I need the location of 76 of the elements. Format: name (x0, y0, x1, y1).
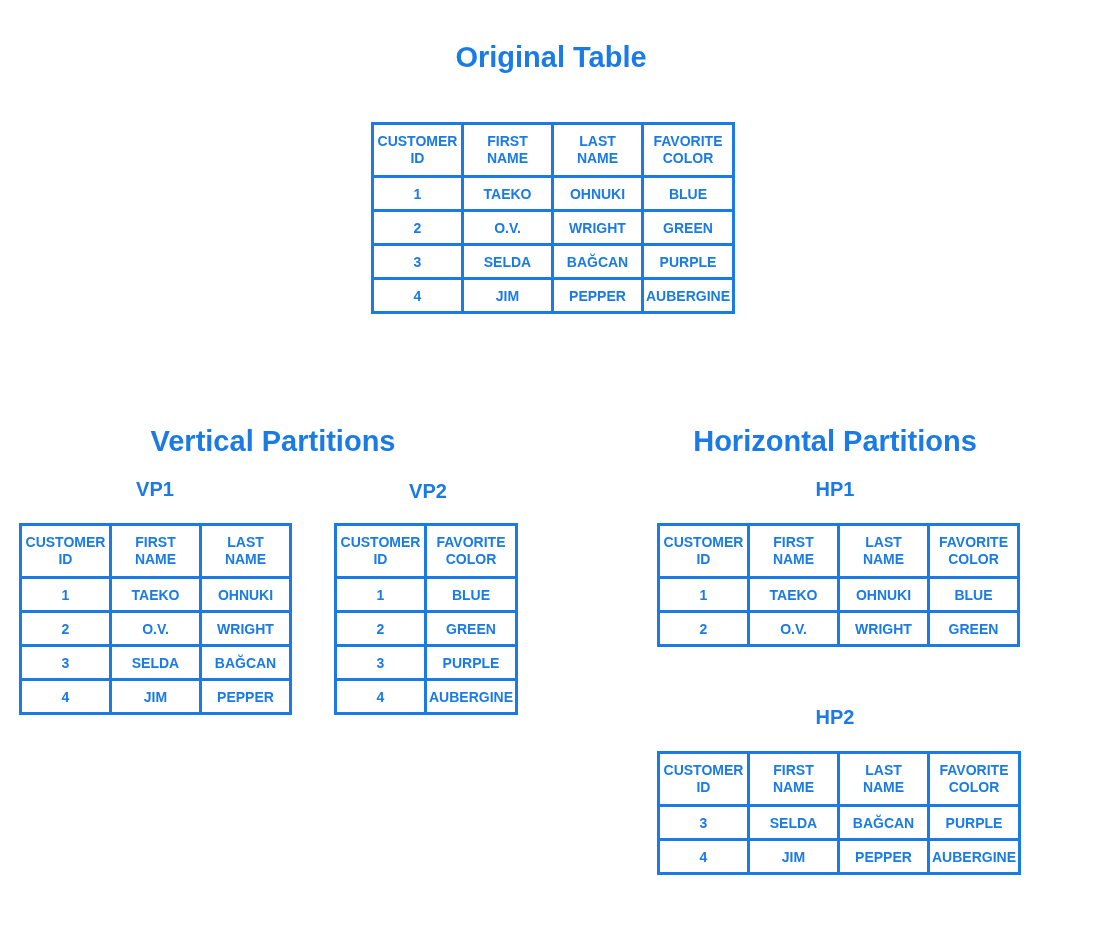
table-cell: BAĞCAN (200, 645, 291, 680)
table-cell: 1 (658, 577, 749, 612)
table-cell: WRIGHT (200, 611, 291, 646)
table-cell: TAEKO (110, 577, 201, 612)
section-heading: Vertical Partitions (150, 424, 396, 458)
table-cell: BAĞCAN (552, 244, 643, 279)
table-cell: 1 (335, 577, 426, 612)
table-cell: TAEKO (748, 577, 839, 612)
column-header: CUSTOMER ID (658, 752, 749, 806)
table-cell: 2 (335, 611, 426, 646)
table-cell: 3 (372, 244, 463, 279)
column-header: FIRST NAME (748, 524, 839, 578)
table-cell: O.V. (748, 611, 839, 646)
table-cell: SELDA (110, 645, 201, 680)
table-cell: 3 (658, 805, 749, 840)
table-cell: OHNUKI (200, 577, 291, 612)
column-header: CUSTOMER ID (335, 524, 426, 578)
section-heading: Horizontal Partitions (693, 424, 977, 458)
table-cell: PEPPER (838, 839, 929, 874)
table-cell: PEPPER (552, 278, 643, 313)
column-header: CUSTOMER ID (20, 524, 111, 578)
column-header: FAVORITE COLOR (928, 752, 1020, 806)
table-heading: HP1 (815, 478, 855, 501)
table-cell: BLUE (642, 176, 734, 211)
table-cell: BAĞCAN (838, 805, 929, 840)
table-cell: 4 (335, 679, 426, 714)
table-cell: SELDA (748, 805, 839, 840)
table-cell: PEPPER (200, 679, 291, 714)
column-header: LAST NAME (200, 524, 291, 578)
table-cell: 4 (372, 278, 463, 313)
column-header: LAST NAME (838, 752, 929, 806)
table-cell: OHNUKI (552, 176, 643, 211)
table-cell: 1 (372, 176, 463, 211)
table-cell: 3 (20, 645, 111, 680)
table-cell: O.V. (110, 611, 201, 646)
column-header: FIRST NAME (462, 123, 553, 177)
table-heading: VP2 (409, 480, 447, 503)
table-heading: HP2 (815, 706, 855, 729)
table-cell: AUBERGINE (425, 679, 517, 714)
table-cell: TAEKO (462, 176, 553, 211)
title: Original Table (455, 40, 647, 74)
table-cell: 4 (658, 839, 749, 874)
table-cell: GREEN (928, 611, 1019, 646)
column-header: CUSTOMER ID (372, 123, 463, 177)
column-header: FAVORITE COLOR (928, 524, 1019, 578)
table-cell: 2 (20, 611, 111, 646)
table-heading: VP1 (136, 478, 174, 501)
table-cell: SELDA (462, 244, 553, 279)
table-cell: OHNUKI (838, 577, 929, 612)
column-header: LAST NAME (552, 123, 643, 177)
table-cell: BLUE (928, 577, 1019, 612)
table-cell: 1 (20, 577, 111, 612)
table-cell: GREEN (425, 611, 517, 646)
table-cell: BLUE (425, 577, 517, 612)
table-cell: WRIGHT (838, 611, 929, 646)
table-cell: 3 (335, 645, 426, 680)
table-cell: JIM (110, 679, 201, 714)
table-cell: 2 (658, 611, 749, 646)
table-cell: AUBERGINE (928, 839, 1020, 874)
column-header: FAVORITE COLOR (425, 524, 517, 578)
column-header: FIRST NAME (748, 752, 839, 806)
column-header: CUSTOMER ID (658, 524, 749, 578)
table-cell: PURPLE (642, 244, 734, 279)
table-cell: JIM (748, 839, 839, 874)
column-header: FAVORITE COLOR (642, 123, 734, 177)
table-cell: GREEN (642, 210, 734, 245)
column-header: FIRST NAME (110, 524, 201, 578)
table-cell: AUBERGINE (642, 278, 734, 313)
table-cell: 4 (20, 679, 111, 714)
table-cell: O.V. (462, 210, 553, 245)
table-cell: 2 (372, 210, 463, 245)
column-header: LAST NAME (838, 524, 929, 578)
table-cell: JIM (462, 278, 553, 313)
table-cell: PURPLE (425, 645, 517, 680)
table-cell: PURPLE (928, 805, 1020, 840)
table-cell: WRIGHT (552, 210, 643, 245)
